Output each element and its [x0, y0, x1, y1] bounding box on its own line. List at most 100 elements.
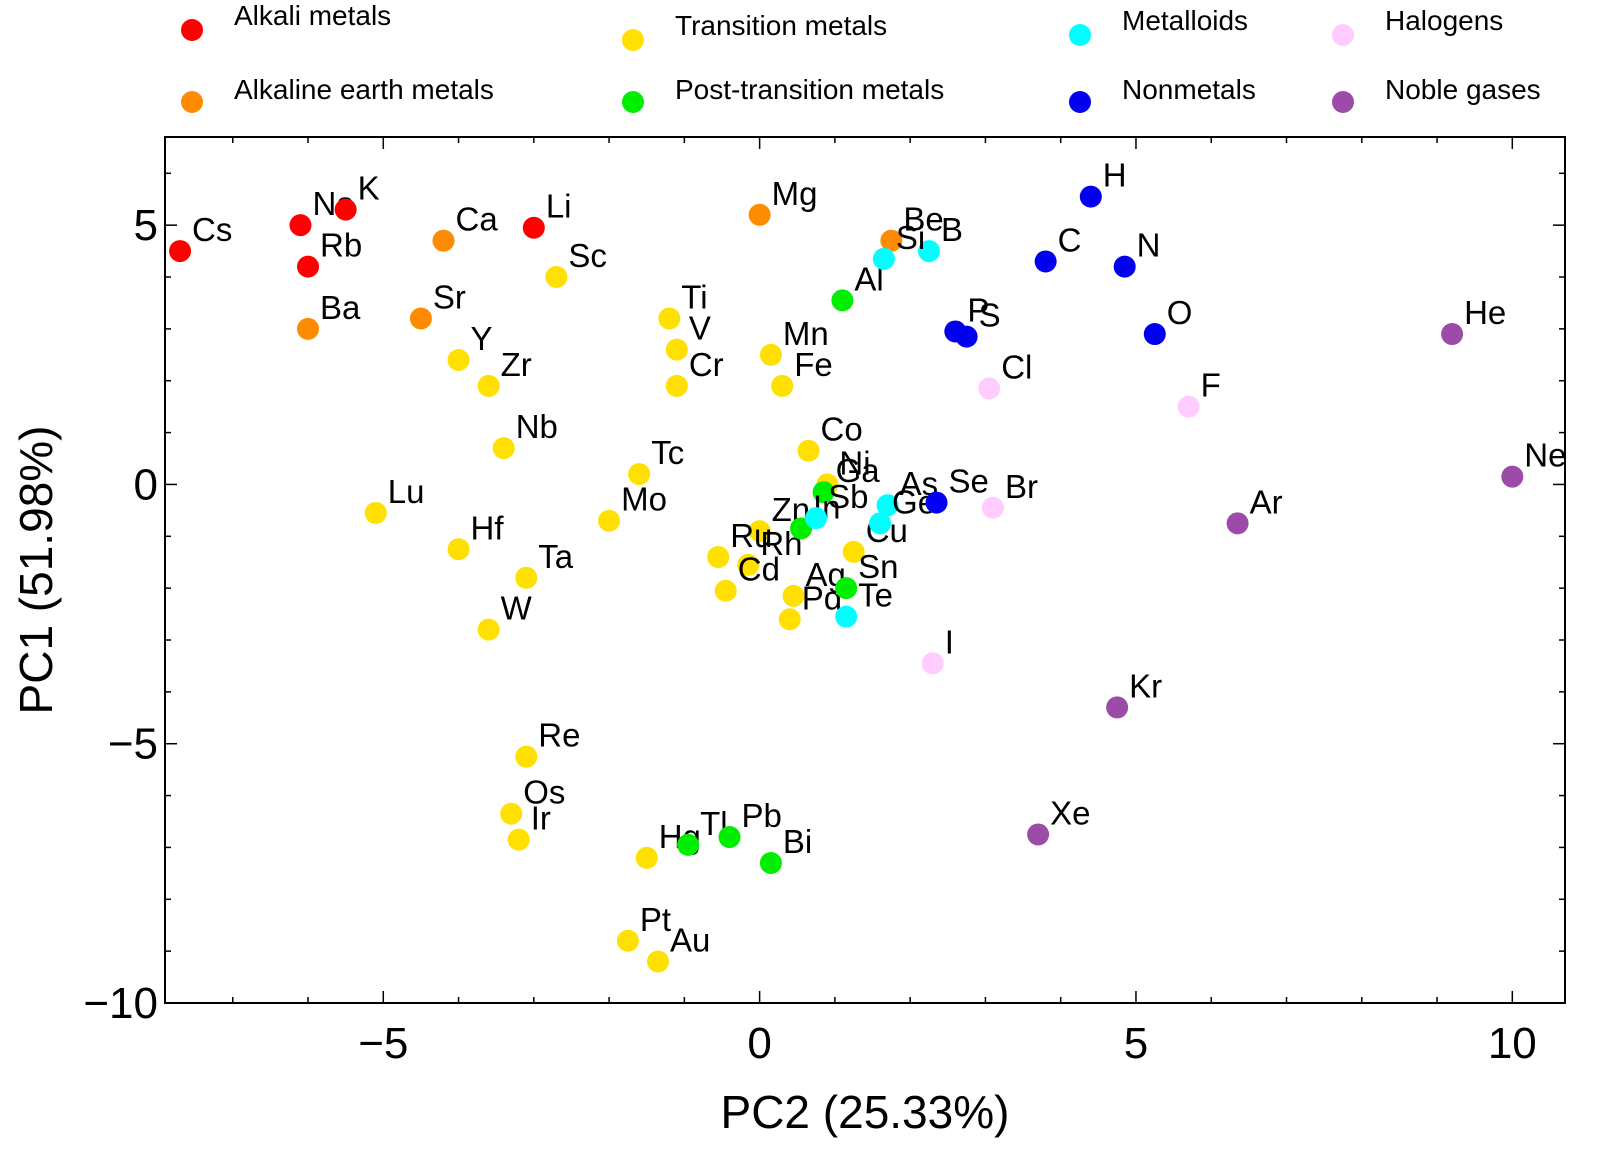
point-li: [522, 216, 545, 239]
point-label-k: K: [358, 170, 380, 207]
point-nb: [492, 437, 515, 460]
point-label-mg: Mg: [772, 175, 818, 212]
point-label-he: He: [1464, 294, 1506, 331]
point-hf: [447, 538, 470, 561]
legend-label: Alkaline earth metals: [234, 74, 494, 105]
point-label-nb: Nb: [516, 408, 558, 445]
y-axis-title: PC1 (51.98%): [10, 426, 62, 715]
point-zn: [748, 520, 771, 543]
point-ir: [507, 828, 530, 851]
point-v: [665, 338, 688, 361]
legend-label: Alkali metals: [234, 0, 391, 31]
legend-marker: [1332, 91, 1354, 113]
point-label-c: C: [1058, 221, 1082, 258]
point-sb: [805, 507, 828, 530]
point-label-cd: Cd: [738, 551, 780, 588]
point-label-te: Te: [858, 577, 893, 614]
point-label-ca: Ca: [455, 201, 498, 238]
point-label-i: I: [945, 623, 954, 660]
point-label-pd: Pd: [802, 579, 842, 616]
point-as: [876, 494, 899, 517]
point-si: [872, 247, 895, 270]
point-kr: [1106, 696, 1129, 719]
point-label-ga: Ga: [836, 452, 881, 489]
point-i: [921, 652, 944, 675]
point-sn: [835, 577, 858, 600]
point-label-ta: Ta: [538, 538, 574, 575]
legend-marker: [181, 91, 203, 113]
point-au: [647, 950, 670, 973]
point-label-sb: Sb: [828, 478, 868, 515]
x-tick-label: −5: [358, 1019, 408, 1068]
point-ar: [1226, 512, 1249, 535]
point-label-v: V: [689, 310, 711, 347]
point-b: [917, 240, 940, 263]
point-label-y: Y: [471, 320, 493, 357]
point-label-p: P: [967, 291, 989, 328]
point-ba: [297, 317, 320, 340]
point-ne: [1501, 465, 1524, 488]
point-mg: [748, 203, 771, 226]
point-label-tc: Tc: [651, 434, 684, 471]
legend-label: Halogens: [1385, 5, 1503, 36]
point-zr: [477, 374, 500, 397]
point-label-ne: Ne: [1524, 437, 1566, 474]
point-label-pt: Pt: [640, 901, 671, 938]
point-label-au: Au: [670, 922, 710, 959]
point-ca: [432, 229, 455, 252]
point-label-co: Co: [821, 411, 863, 448]
point-be: [880, 229, 903, 252]
point-label-kr: Kr: [1129, 667, 1162, 704]
point-ge: [869, 512, 892, 535]
point-label-w: W: [501, 590, 533, 627]
y-tick-label: 0: [134, 460, 158, 509]
point-tc: [628, 463, 651, 486]
point-na: [289, 214, 312, 237]
point-label-f: F: [1201, 367, 1221, 404]
point-y: [447, 348, 470, 371]
point-label-ar: Ar: [1250, 483, 1283, 520]
point-label-br: Br: [1005, 468, 1038, 505]
legend-label: Metalloids: [1122, 5, 1248, 36]
point-al: [831, 289, 854, 312]
point-label-cs: Cs: [192, 211, 232, 248]
point-pb: [718, 826, 741, 849]
point-label-ba: Ba: [320, 289, 361, 326]
point-sc: [545, 266, 568, 289]
point-label-hf: Hf: [471, 509, 505, 546]
point-h: [1079, 185, 1102, 208]
point-os: [500, 802, 523, 825]
point-xe: [1027, 823, 1050, 846]
x-tick-label: 10: [1488, 1019, 1537, 1068]
data-points: CsNaRbKLiBaCaSrMgBeScTiVCrMnFeCoNiCuZnYZ…: [169, 157, 1566, 973]
point-label-b: B: [941, 211, 963, 248]
point-n: [1113, 255, 1136, 278]
point-label-xe: Xe: [1050, 794, 1090, 831]
point-label-o: O: [1167, 294, 1193, 331]
legend-marker: [622, 91, 644, 113]
point-label-s: S: [979, 297, 1001, 334]
point-co: [797, 439, 820, 462]
point-label-n: N: [1137, 227, 1161, 264]
point-label-rb: Rb: [320, 227, 362, 264]
point-label-ti: Ti: [681, 278, 707, 315]
point-cr: [665, 374, 688, 397]
legend-marker: [1069, 24, 1091, 46]
legend-label: Noble gases: [1385, 74, 1541, 105]
point-hg: [635, 846, 658, 869]
point-te: [835, 605, 858, 628]
point-k: [334, 198, 357, 221]
legend-marker: [181, 19, 203, 41]
point-pt: [616, 929, 639, 952]
point-label-li: Li: [546, 188, 572, 225]
legend-label: Post-transition metals: [675, 74, 944, 105]
point-tl: [677, 833, 700, 856]
point-label-re: Re: [538, 717, 580, 754]
point-c: [1034, 250, 1057, 273]
point-label-sn: Sn: [858, 548, 898, 585]
point-label-cl: Cl: [1001, 349, 1032, 386]
point-label-sc: Sc: [568, 237, 607, 274]
point-sr: [409, 307, 432, 330]
point-o: [1143, 323, 1166, 346]
